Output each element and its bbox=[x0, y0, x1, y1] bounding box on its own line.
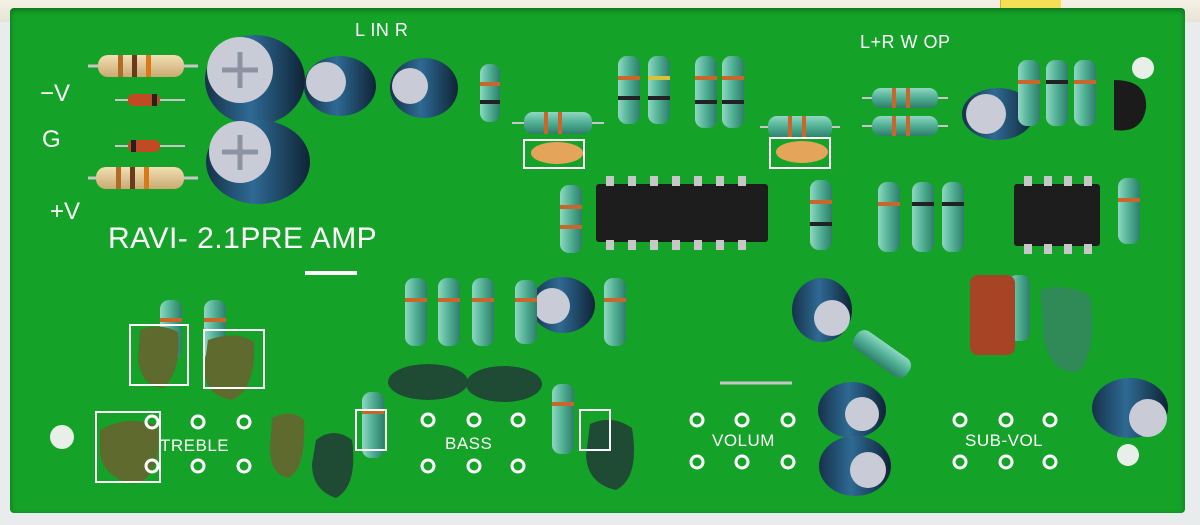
resistors-horizontal bbox=[512, 88, 948, 378]
transistor bbox=[1114, 80, 1147, 131]
ceramic-capacitors bbox=[523, 137, 831, 169]
resistors-vertical bbox=[160, 56, 1140, 458]
output-label: L+R W OP bbox=[860, 32, 951, 52]
diodes bbox=[115, 94, 185, 152]
rail-ground-label: G bbox=[42, 126, 61, 153]
bass-pot-label: BASS bbox=[445, 434, 493, 453]
silkscreen-outlines bbox=[95, 271, 792, 483]
film-capacitors bbox=[100, 275, 1093, 498]
volume-pot-label: VOLUM bbox=[712, 431, 775, 450]
electrolytic-capacitors-large bbox=[205, 35, 310, 204]
board-title: RAVI- 2.1PRE AMP bbox=[108, 222, 378, 255]
sub-volume-pot-label: SUB-VOL bbox=[965, 431, 1044, 450]
electrolytic-capacitors-small bbox=[304, 56, 1168, 496]
mounting-holes bbox=[50, 57, 1154, 466]
treble-pot-label: TREBLE bbox=[160, 436, 230, 455]
pot-pads bbox=[144, 412, 1058, 474]
resistor-bands bbox=[160, 76, 1140, 414]
integrated-circuits bbox=[596, 176, 1100, 254]
rail-negative-label: −V bbox=[40, 80, 71, 107]
rail-positive-label: +V bbox=[50, 198, 81, 225]
input-label: L IN R bbox=[355, 20, 409, 40]
power-resistors bbox=[88, 55, 198, 189]
